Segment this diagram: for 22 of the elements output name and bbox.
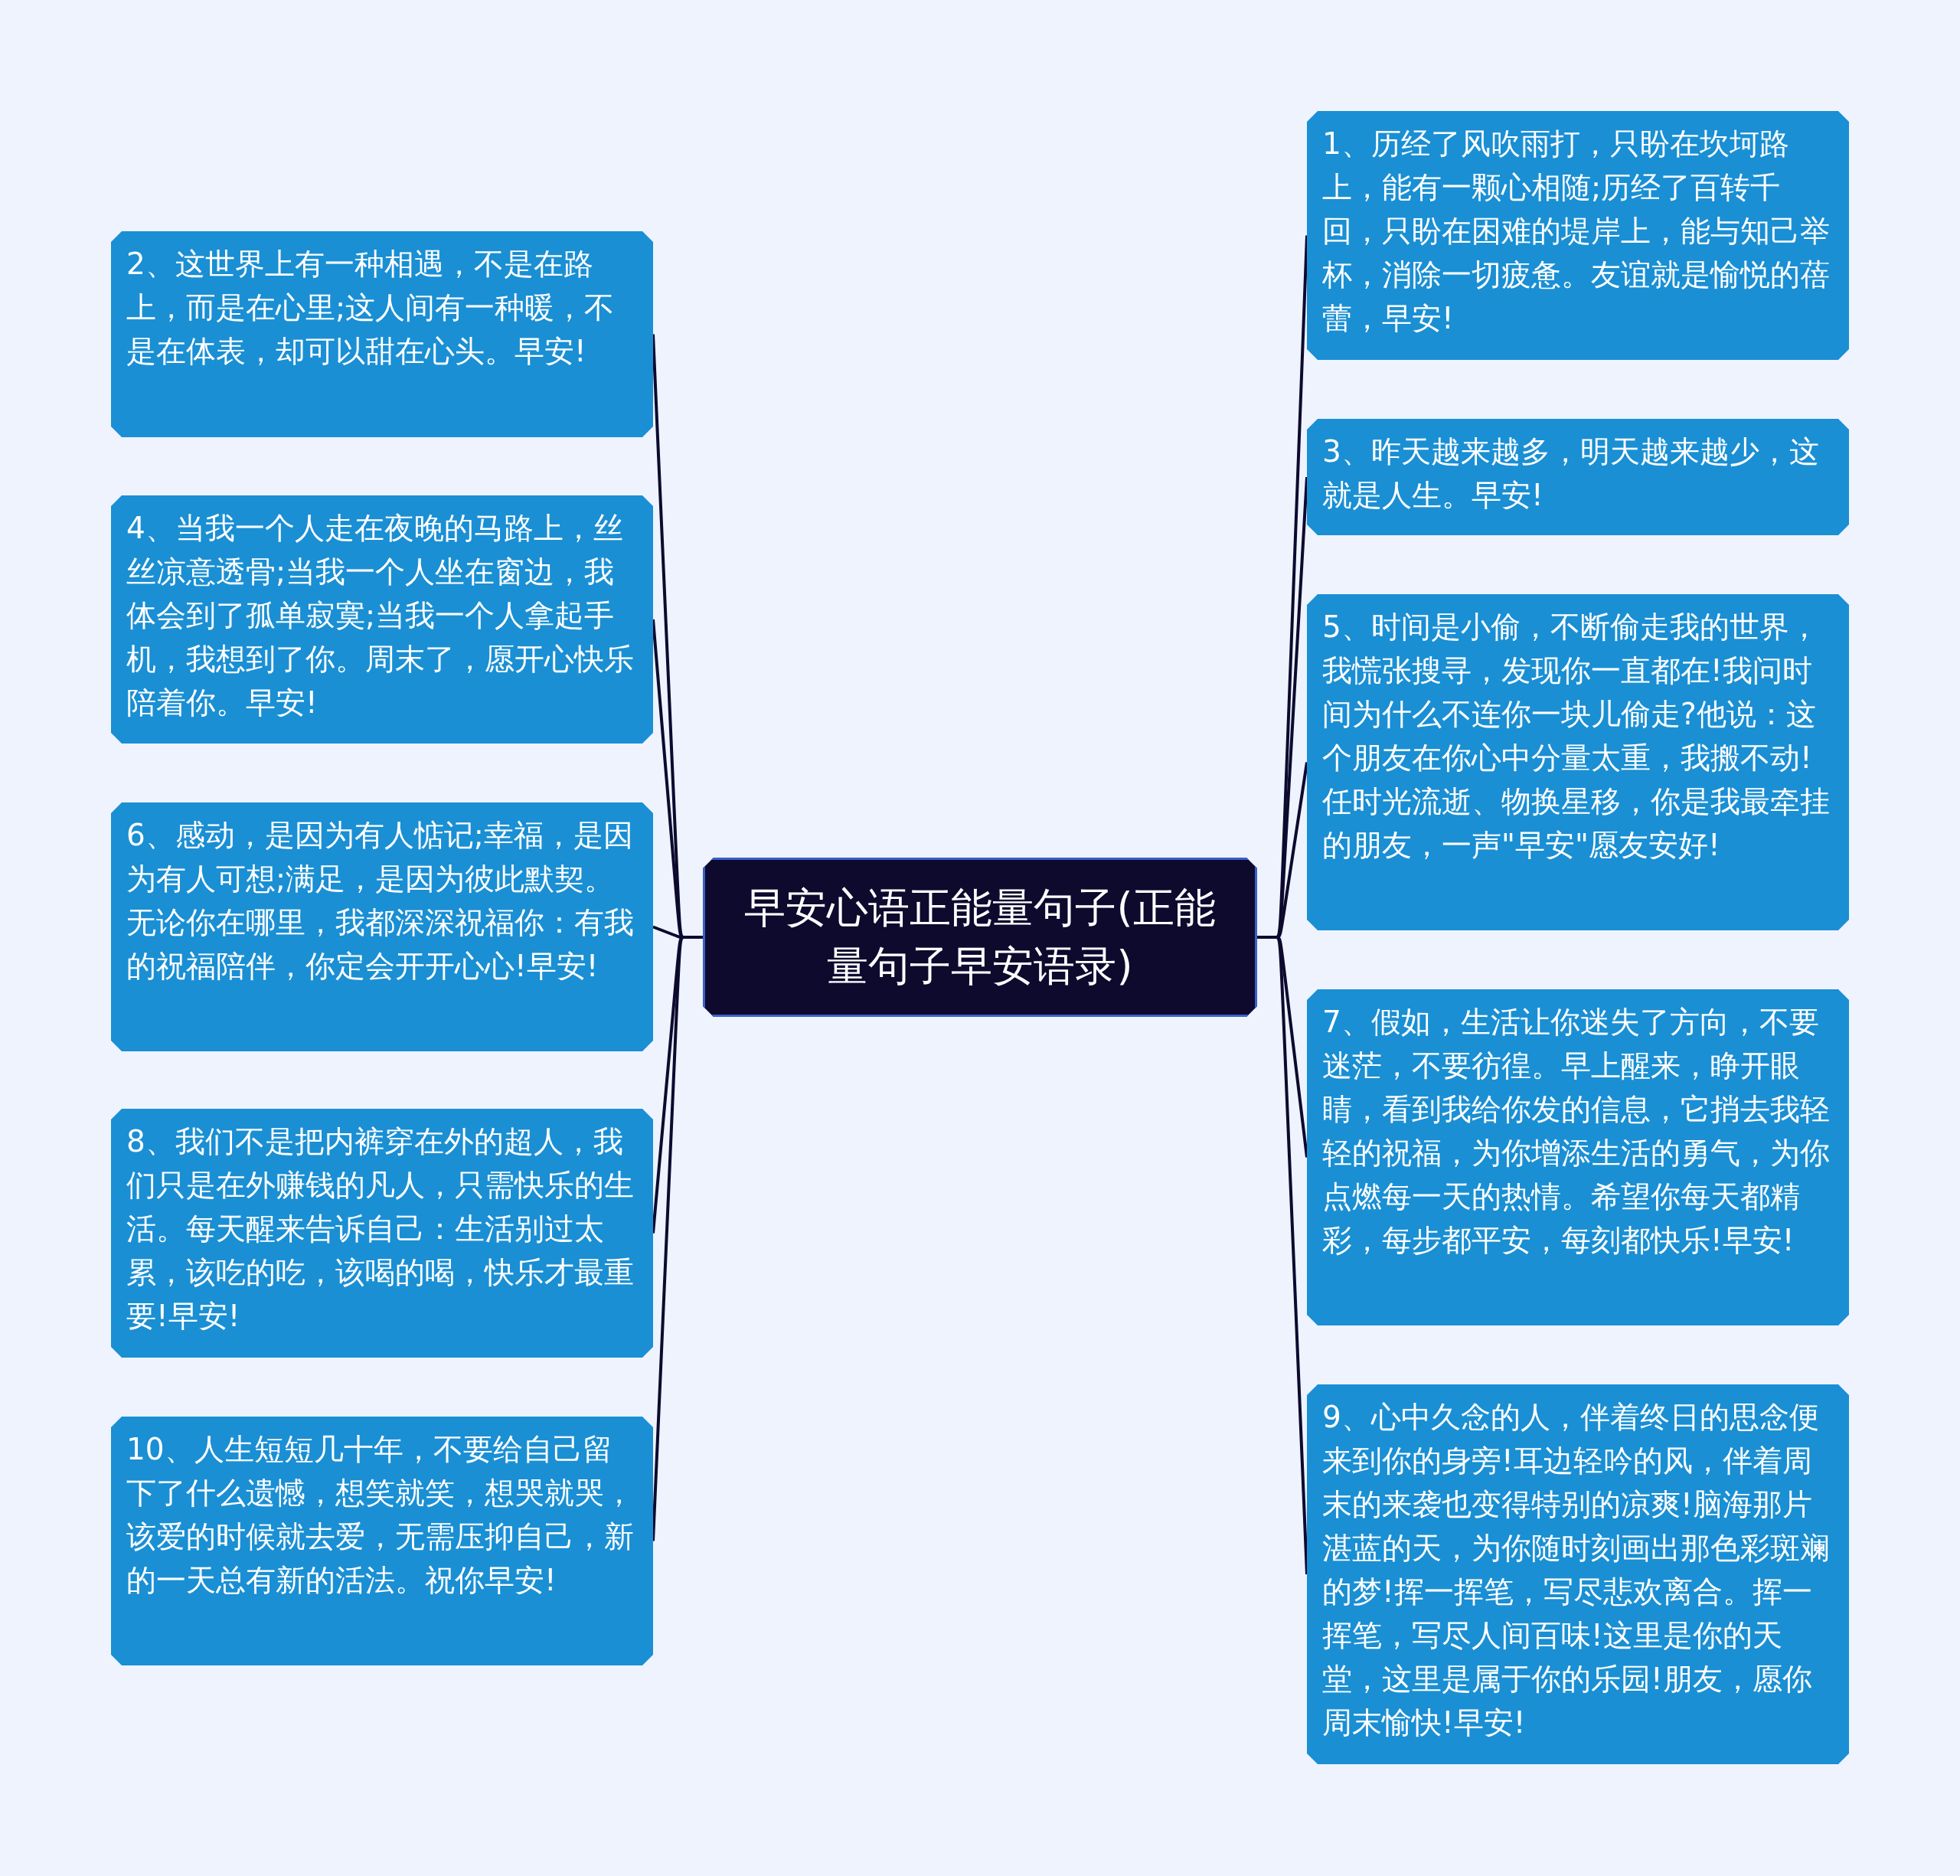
topic-text: 3、昨天越来越多，明天越来越少，这就是人生。早安! bbox=[1322, 434, 1819, 512]
topic-text: 早安心语正能量句子(正能量句子早安语录) bbox=[743, 883, 1217, 992]
topic-box bbox=[111, 1417, 653, 1665]
topic-box bbox=[111, 231, 653, 437]
topic-box bbox=[1307, 111, 1849, 360]
topic-text: 1、历经了风吹雨打，只盼在坎坷路上，能有一颗心相随;历经了百转千回，只盼在困难的堤岸上，能与知己举杯，消除一切疲惫。友谊就是愉悦的蓓蕾，早安! bbox=[1322, 126, 1830, 335]
topic-box bbox=[111, 495, 653, 744]
topic-box bbox=[111, 802, 653, 1051]
topic-text: 6、感动，是因为有人惦记;幸福，是因为有人可想;满足，是因为彼此默契。无论你在哪里，我都深深祝福你：有我的祝福陪伴，你定会开开心心!早安! bbox=[126, 818, 634, 983]
topic-box bbox=[111, 1109, 653, 1358]
topic-text: 2、这世界上有一种相遇，不是在路上，而是在心里;这人间有一种暖，不是在体表，却可以甜在心头。早安! bbox=[126, 247, 615, 368]
topic-box bbox=[1307, 419, 1849, 535]
topic-box bbox=[1307, 1384, 1849, 1764]
topic-text: 7、假如，生活让你迷失了方向，不要迷茫，不要彷徨。早上醒来，睁开眼睛，看到我给你发的信息，它捎去我轻轻的祝福，为你增添生活的勇气，为你点燃每一天的热情。希望你每天都精彩，每步都平安，每刻都快乐!早安! bbox=[1322, 1005, 1830, 1257]
topic-box bbox=[1307, 989, 1849, 1325]
topic-text: 5、时间是小偷，不断偷走我的世界，我慌张搜寻，发现你一直都在!我问时间为什么不连你一块儿偷走?他说：这个朋友在你心中分量太重，我搬不动!任时光流逝、物换星移，你是我最牵挂的朋友，一声"早安"愿友安好! bbox=[1322, 610, 1830, 862]
central-topic-box bbox=[703, 858, 1257, 1017]
topic-text: 9、心中久念的人，伴着终日的思念便来到你的身旁!耳边轻吟的风，伴着周末的来袭也变得特别的凉爽!脑海那片湛蓝的天，为你随时刻画出那色彩斑斓的梦!挥一挥笔，写尽悲欢离合。挥一挥笔，写尽人间百味!这里是你的天堂，这里是属于你的乐园!朋友，愿你周末愉快!早安! bbox=[1322, 1400, 1830, 1740]
topic-text: 8、我们不是把内裤穿在外的超人，我们只是在外赚钱的凡人，只需快乐的生活。每天醒来告诉自己：生活别过太累，该吃的吃，该喝的喝，快乐才最重要!早安! bbox=[126, 1124, 634, 1333]
topic-text: 10、人生短短几十年，不要给自己留下了什么遗憾，想笑就笑，想哭就哭，该爱的时候就去爱，无需压抑自己，新的一天总有新的活法。祝你早安! bbox=[126, 1432, 634, 1597]
topic-text: 4、当我一个人走在夜晚的马路上，丝丝凉意透骨;当我一个人坐在窗边，我体会到了孤单寂寞;当我一个人拿起手机，我想到了你。周末了，愿开心快乐陪着你。早安! bbox=[126, 511, 634, 720]
topic-box bbox=[1307, 594, 1849, 930]
